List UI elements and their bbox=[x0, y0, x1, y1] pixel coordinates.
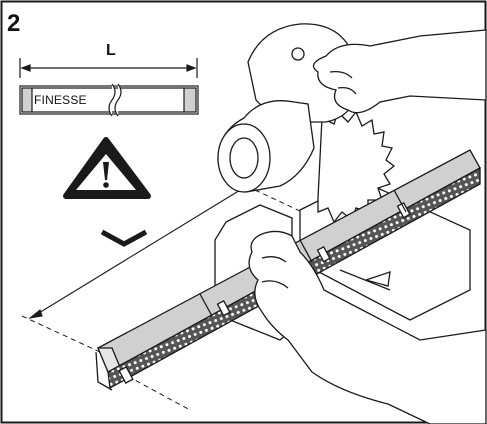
lower-hand bbox=[248, 230, 487, 424]
upper-hand bbox=[312, 29, 487, 114]
length-dimension bbox=[19, 58, 198, 78]
saw-housing bbox=[217, 23, 355, 193]
chevron-down-icon bbox=[100, 229, 148, 247]
profile-label: FINESSE bbox=[34, 93, 87, 107]
warning-triangle-icon bbox=[63, 137, 151, 199]
profile-sketch bbox=[19, 83, 199, 117]
length-label: L bbox=[106, 42, 116, 59]
saw-blade bbox=[317, 110, 396, 224]
step-number: 2 bbox=[7, 10, 21, 37]
